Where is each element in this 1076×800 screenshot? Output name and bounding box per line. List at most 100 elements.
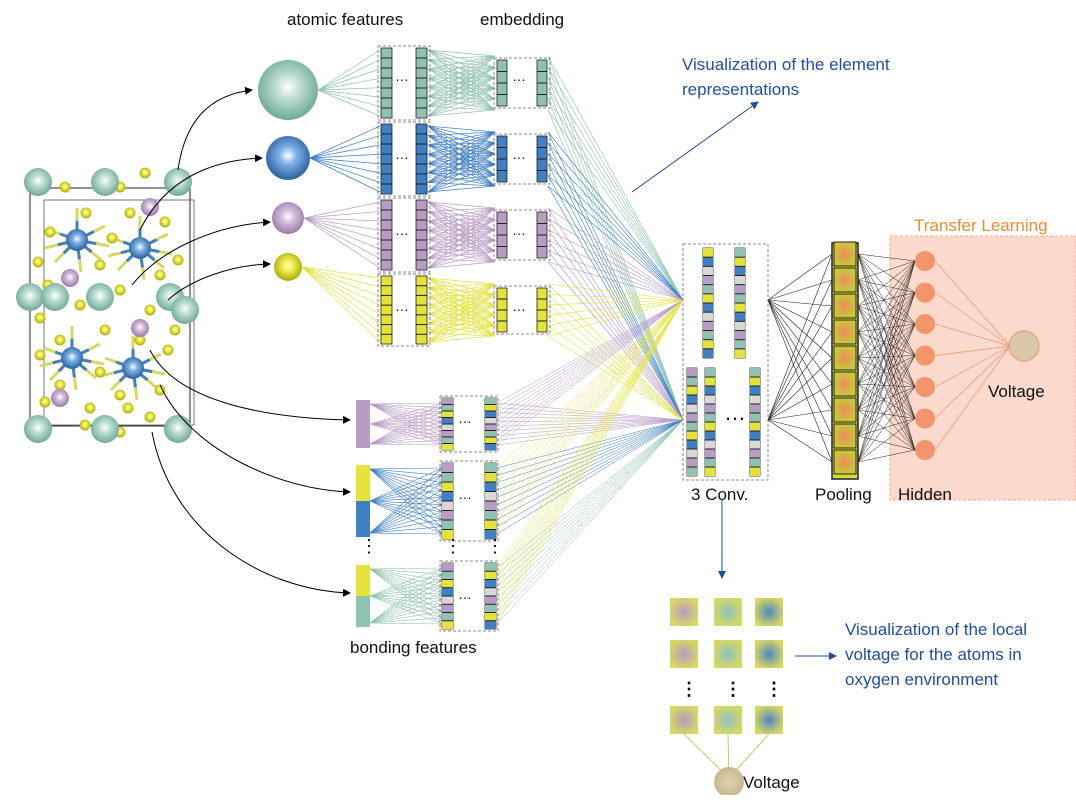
connection-line [857,331,916,356]
connection-line [427,294,496,297]
connection-line [547,109,684,301]
connection-line [427,201,496,263]
conv-vector-stripe [750,431,760,440]
bond-embedding-vector-stripe [442,620,453,629]
connection-line [496,419,684,535]
connection-line [427,77,496,98]
connection-line [427,59,496,100]
conv-vector-stripe [750,368,760,377]
connection-line [427,283,496,297]
connection-line [767,253,833,301]
connection-line [767,299,833,333]
conv-vector-stripe [703,257,713,267]
connection-line [496,419,684,446]
connection-line [857,386,916,463]
connection-line [496,299,684,476]
connection-line [369,423,443,441]
connection-line [427,59,496,89]
connection-line [857,260,916,281]
connection-line [369,468,443,535]
connection-line [427,283,496,306]
connection-line [857,260,916,307]
connection-line [427,77,496,79]
connection-line [427,218,496,231]
connection-line [427,125,496,187]
crystal-atom [54,334,66,346]
connection-line [369,568,443,575]
atom-sphere-icon [258,60,318,120]
connection-line [369,567,443,597]
connection-line [547,335,684,421]
connection-line [934,345,1011,388]
connection-line [547,325,684,421]
connection-line [767,299,833,359]
connection-line [857,260,916,437]
connection-line [547,261,684,301]
connection-line [303,201,381,219]
connection-line [369,568,443,600]
connection-line [547,250,684,301]
connection-line [547,207,684,301]
connection-line [496,299,684,413]
connection-line [301,266,381,334]
connection-line [427,66,496,98]
local-voltage-annotation: Visualization of the local voltage for t… [845,620,1028,689]
connection-line [857,323,916,359]
connection-line [857,260,916,411]
connection-line [427,131,496,183]
connection-line [303,217,381,259]
connection-line [369,622,443,625]
conv-vector-stripe [705,404,715,413]
pooling-cell [833,371,857,397]
connection-line [857,260,916,333]
connection-line [369,500,443,535]
connection-line [369,519,443,534]
connection-line [427,250,496,269]
connection-line [427,88,496,117]
connection-line [369,611,443,624]
arrow-crystal-to-yellow [167,260,271,301]
connection-line [496,299,684,404]
bond-embedding-vector-stripe [485,563,496,572]
bond-embedding-vector-stripe [442,437,453,444]
conv-vector-stripe [735,339,745,349]
conv-vector-stripe [703,348,713,358]
connection-line [427,286,496,337]
conv-vector-stripe [687,440,697,449]
conv-vector-stripe [687,377,697,386]
connection-line [767,409,833,421]
connection-line [369,423,443,427]
connection-line [496,416,684,421]
bond-embedding-vector-stripe [442,443,453,450]
connection-line [301,266,381,306]
connection-line [496,419,684,441]
bond-embedding-vector-stripe [485,404,496,411]
conv-vector-stripe [705,449,715,458]
conv-vector-stripe [687,467,697,476]
conv-vector-stripe [705,458,715,467]
atomic-feature-box [377,273,431,347]
ellipsis-embed-4: … [512,298,526,314]
crystal-atom [32,256,44,268]
embedding-label: embedding [480,10,565,29]
bond-embedding-vector-stripe [485,482,496,492]
bond-embedding-vector-stripe [485,430,496,437]
ellipsis-atomic-4: … [395,298,409,314]
connection-line [303,217,381,250]
connection-line [547,294,684,301]
connection-line [547,314,684,421]
bond-embedding-vector-stripe [485,491,496,501]
bond-embedding-vector-stripe [442,563,453,572]
connection-line [496,419,684,527]
connection-line [309,135,381,159]
embedding-box [493,285,551,335]
connection-line [427,153,496,187]
bond-embedding-vector-stripe [485,520,496,530]
connection-line [427,87,496,111]
conv-vector-stripe [735,321,745,331]
connection-line [427,258,496,263]
connection-line [934,345,1011,356]
pooling-cell [833,241,857,267]
connection-line [369,580,443,624]
arrow-crystal-to-green [177,86,253,171]
